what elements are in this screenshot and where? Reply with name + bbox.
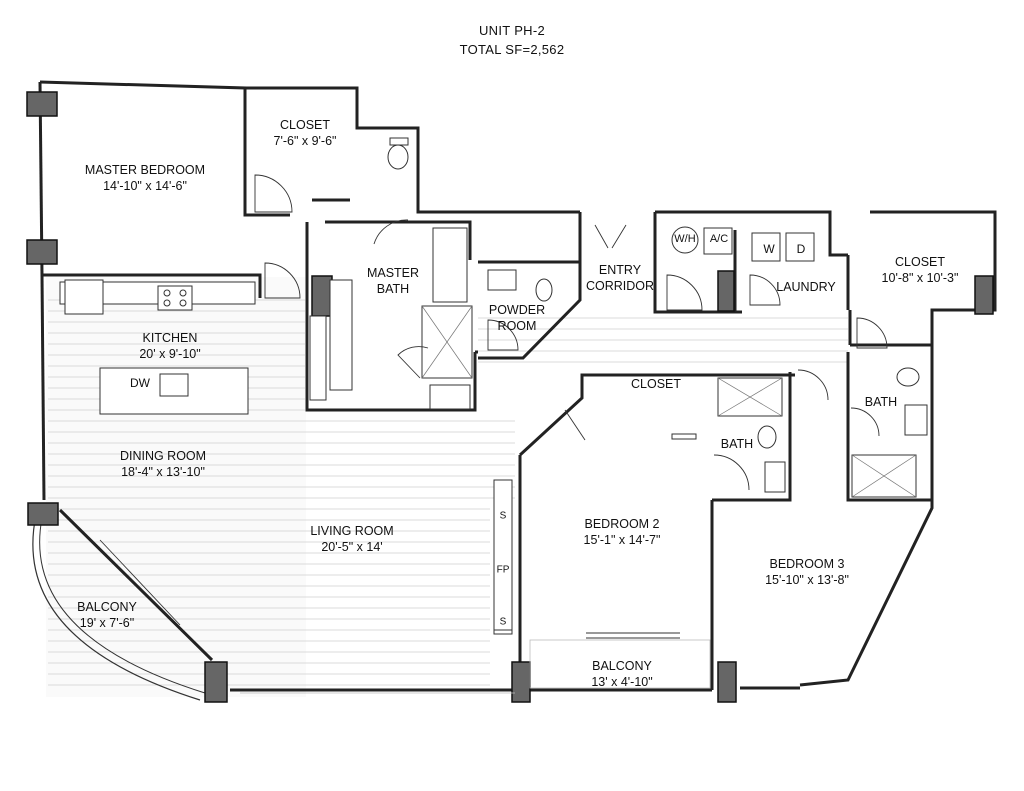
room-bedroom-2: BEDROOM 2 15'-1" x 14'-7" [584, 516, 661, 548]
room-dimensions: 15'-10" x 13'-8" [765, 573, 849, 587]
room-dining: DINING ROOM 18'-4" x 13'-10" [120, 448, 206, 480]
washer-tag: W [763, 242, 775, 256]
room-dimensions: 15'-1" x 14'-7" [583, 533, 661, 547]
room-name: CLOSET [894, 255, 946, 269]
room-dimensions: 19' x 7'-6" [79, 616, 135, 630]
room-dimensions: 20' x 9'-10" [139, 347, 201, 361]
room-name: BATH [864, 395, 898, 409]
room-dimensions: 13' x 4'-10" [591, 675, 653, 689]
room-dimensions: 14'-10" x 14'-6" [103, 179, 187, 193]
room-bedroom-3: BEDROOM 3 15'-10" x 13'-8" [765, 556, 849, 588]
room-name-2: BATH [376, 282, 410, 296]
total-area: TOTAL SF=2,562 [459, 42, 565, 57]
walls [32, 80, 997, 701]
room-living: LIVING ROOM 20'-5" x 14' [310, 523, 393, 555]
bath-fixtures [329, 137, 928, 635]
room-dimensions: 7'-6" x 9'-6" [273, 134, 337, 148]
dishwasher-tag: DW [130, 376, 150, 390]
ac-tag: A/C [709, 233, 729, 245]
room-bath-3: BATH [865, 394, 897, 410]
room-name: MASTER [366, 266, 420, 280]
room-master-bath: MASTER BATH [367, 265, 419, 297]
room-closet-master: CLOSET 7'-6" x 9'-6" [274, 117, 337, 149]
columns [26, 91, 994, 703]
room-name-2: ROOM [497, 319, 537, 333]
room-name: DINING ROOM [119, 449, 207, 463]
room-name: CLOSET [279, 118, 331, 132]
shelf-tag: S [499, 510, 507, 522]
room-closet-right: CLOSET 10'-8" x 10'-3" [882, 254, 959, 286]
room-name-2: CORRIDOR [585, 279, 655, 293]
room-name: CLOSET [630, 377, 682, 391]
room-dimensions: 10'-8" x 10'-3" [881, 271, 959, 285]
room-laundry: LAUNDRY [776, 279, 836, 295]
balcony-bottom [240, 639, 711, 694]
unit-name: UNIT PH-2 [478, 23, 546, 38]
room-name: LIVING ROOM [310, 524, 394, 538]
room-balcony-left: BALCONY 19' x 7'-6" [77, 599, 137, 631]
room-name: BEDROOM 2 [584, 517, 660, 531]
fireplace-tag: FP [496, 564, 510, 576]
kitchen-counters [59, 279, 327, 415]
room-name: BALCONY [77, 600, 137, 614]
room-entry-corridor: ENTRY CORRIDOR [586, 262, 654, 294]
room-name: MASTER BEDROOM [84, 163, 206, 177]
room-name: ENTRY [598, 263, 642, 277]
room-name: BALCONY [592, 659, 652, 673]
room-name: KITCHEN [142, 331, 198, 345]
door-swings [99, 174, 888, 639]
room-closet-bed2: CLOSET [631, 376, 681, 392]
room-balcony-bottom: BALCONY 13' x 4'-10" [591, 658, 652, 690]
room-powder: POWDER ROOM [489, 302, 545, 334]
room-name: LAUNDRY [776, 280, 836, 294]
room-dimensions: 20'-5" x 14' [321, 540, 383, 554]
room-kitchen: KITCHEN 20' x 9'-10" [139, 330, 200, 362]
room-name: BEDROOM 3 [769, 557, 845, 571]
room-name: POWDER [488, 303, 546, 317]
room-bath-2: BATH [721, 436, 753, 452]
dryer-tag: D [796, 242, 806, 256]
shelf-tag-2: S [499, 616, 507, 628]
room-master-bedroom: MASTER BEDROOM 14'-10" x 14'-6" [85, 162, 205, 194]
room-name: BATH [720, 437, 754, 451]
room-dimensions: 18'-4" x 13'-10" [121, 465, 205, 479]
water-heater-tag: W/H [674, 233, 696, 245]
